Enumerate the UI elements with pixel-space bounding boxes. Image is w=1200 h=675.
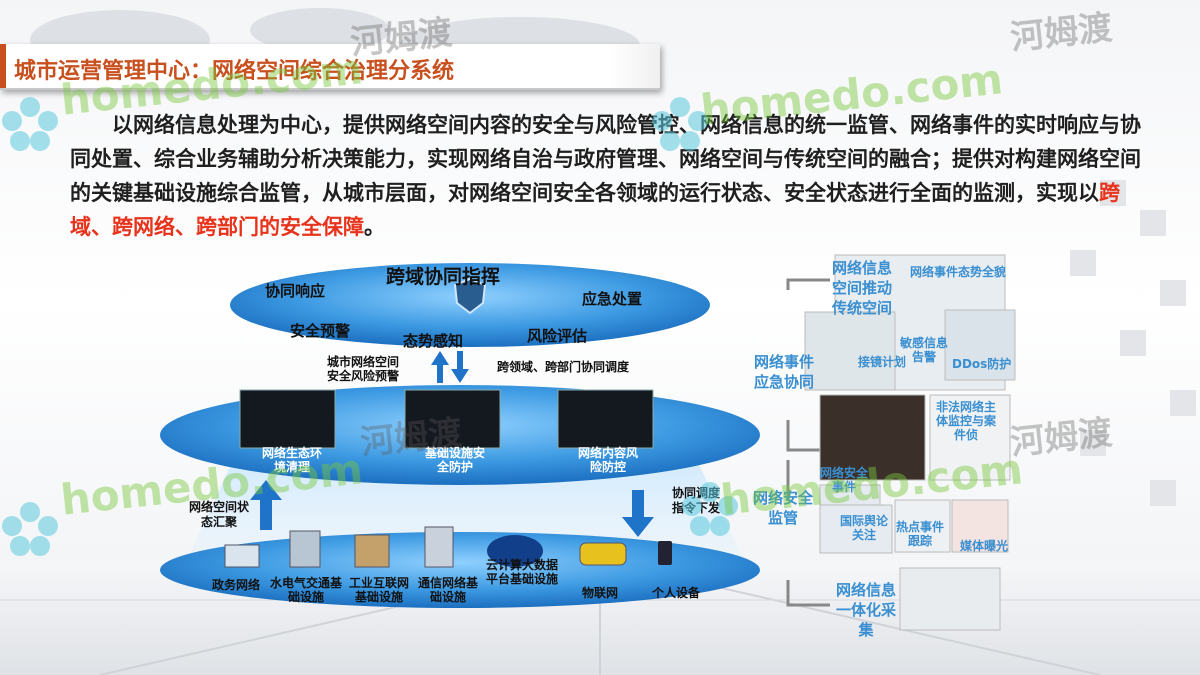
tile-label-4: 网络安全事件: [820, 466, 869, 494]
utility-icon: [289, 530, 321, 568]
watermark-cn: 河姆渡: [1008, 7, 1115, 59]
top-item-3: 态势感知: [403, 332, 464, 350]
top-label-driving: 网络信息空间推动传统空间: [832, 259, 893, 317]
side-label-collection: 网络信息一体化采集: [836, 581, 897, 639]
page-title: 城市运营管理中心：网络空间综合治理分系统: [14, 59, 455, 84]
screen-content: [557, 389, 654, 449]
layered-diagram: [160, 263, 760, 608]
arrow-down-bottom: [622, 490, 654, 537]
side-label-incident: 网络事件应急协同: [753, 353, 814, 391]
floorplan-tile: [899, 567, 1001, 631]
map-tile-right: [944, 309, 1016, 381]
bottom-item-4: 云计算大数据平台基础设施: [485, 558, 558, 586]
watermark-flower-icon: [2, 502, 58, 556]
tile-label-0: 接镜计划: [858, 355, 907, 369]
bottom-item-2: 工业互联网基础设施: [348, 576, 409, 604]
tile-international: [819, 504, 893, 554]
arrow-down-top: [451, 351, 469, 383]
screen-infrastructure: [404, 389, 501, 449]
intro-main-text: 以网络信息处理为中心，提供网络空间内容的安全与风险管控、网络信息的统一监管、网络…: [70, 113, 1141, 205]
cloud-icon: [487, 535, 543, 567]
government-network-icon: [224, 544, 260, 568]
intro-paragraph: 以网络信息处理为中心，提供网络空间内容的安全与风险管控、网络信息的统一监管、网络…: [70, 108, 1150, 244]
decorative-squares: [1060, 180, 1200, 540]
tile-media: [951, 499, 1009, 553]
tile-label-5: 国际舆论关注: [840, 514, 889, 542]
bottom-item-6: 个人设备: [652, 586, 701, 600]
connector-mid-up: [786, 420, 820, 452]
industrial-icon: [354, 534, 390, 568]
car-icon: [579, 542, 627, 566]
title-accent: [0, 44, 6, 88]
arrow-up-top: [431, 351, 449, 383]
intro-highlight: 跨域、跨网络、跨部门的安全保障: [70, 181, 1120, 239]
top-item-0: 协同响应: [265, 282, 326, 300]
mid-item-2: 网络内容风险防控: [578, 446, 639, 474]
side-label-supervision: 网络安全监管: [752, 489, 813, 527]
bottom-item-3: 通信网络基础设施: [418, 576, 479, 604]
mid-item-0: 网络生态环境清理: [262, 446, 323, 474]
watermark-flower-icon: [2, 97, 58, 151]
screen-ecology: [239, 389, 336, 449]
tile-hotspot: [894, 499, 951, 553]
telecom-icon: [424, 526, 454, 568]
intro-end: 。: [364, 215, 385, 239]
map-tile-left: [804, 311, 896, 391]
arrow-label-warning: 城市网络空间安全风险预警: [327, 355, 400, 383]
top-item-1: 应急处置: [582, 290, 643, 308]
top-item-4: 风险评估: [527, 327, 588, 345]
arrow-label-aggregate: 网络空间状态汇聚: [188, 500, 249, 529]
tile-label-3: 非法网络主体监控与案件侦: [936, 400, 997, 442]
connector-bottom: [786, 580, 830, 607]
photo-tile-events: [819, 394, 926, 481]
top-layer-title: 跨域协同指挥: [386, 266, 501, 288]
right-panel-connectors: [786, 254, 1016, 631]
bottom-item-1: 水电气交通基础设施: [270, 576, 343, 604]
watermark-flower-icon: [652, 97, 708, 151]
tile-monitoring: [929, 394, 1011, 481]
watermark-flower-icon: [682, 482, 738, 536]
arrow-up-bottom: [250, 480, 282, 530]
top-item-2: 安全预警: [290, 322, 351, 340]
arrow-label-dispatch: 跨领域、跨部门协同调度: [497, 360, 630, 374]
tile-label-1: 敏感信息告警: [900, 336, 949, 364]
mid-item-1: 基础设施安全防护: [425, 446, 486, 474]
bottom-item-5: 物联网: [582, 586, 619, 600]
top-label-situation: 网络事件态势全貌: [910, 265, 1007, 279]
connector-top: [786, 278, 830, 290]
tile-label-6: 热点事件跟踪: [896, 520, 945, 548]
phone-icon: [658, 541, 672, 565]
shield-icon: [453, 277, 487, 315]
bottom-item-0: 政务网络: [212, 578, 261, 592]
tile-label-7: 媒体曝光: [960, 539, 1009, 553]
title-bar: 城市运营管理中心：网络空间综合治理分系统: [0, 44, 660, 90]
tile-label-2: DDos防护: [952, 357, 1012, 371]
